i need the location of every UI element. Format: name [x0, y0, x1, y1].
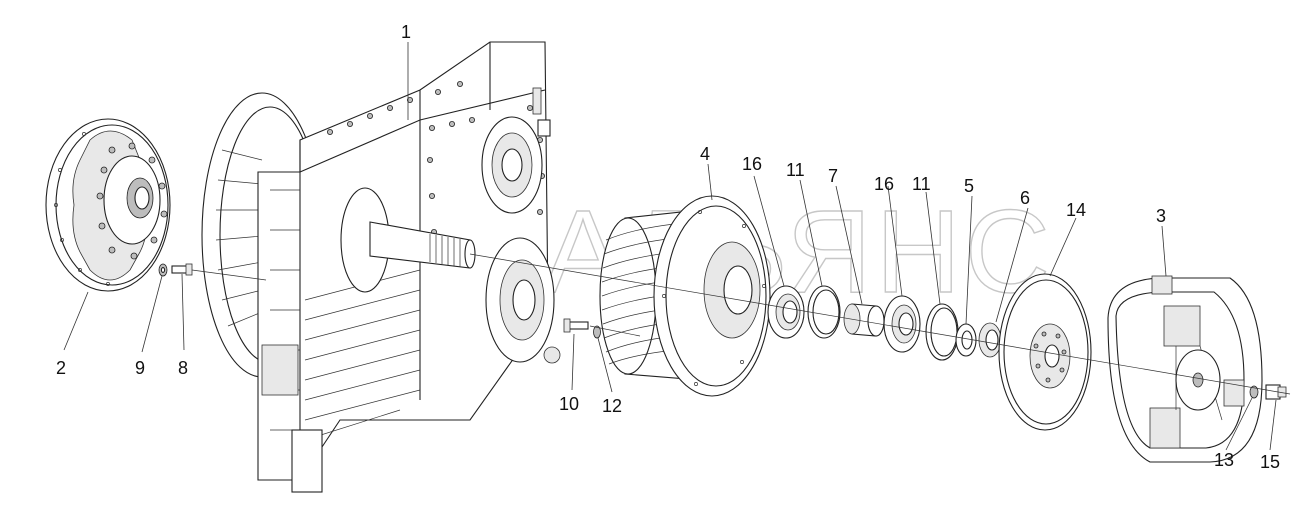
callout-12: 12 — [602, 396, 622, 416]
assembly-axis-lines — [191, 253, 1291, 395]
callout-13: 13 — [1214, 450, 1234, 470]
callout-2: 2 — [56, 358, 66, 378]
callout-4: 4 — [700, 144, 710, 164]
part-1-gearbox-housing — [201, 41, 561, 493]
callout-16-right: 16 — [874, 174, 894, 194]
callout-3: 3 — [1156, 206, 1166, 226]
callout-9: 9 — [135, 358, 145, 378]
callout-15: 15 — [1260, 452, 1280, 472]
callout-8: 8 — [178, 358, 188, 378]
part-4-pulley — [599, 195, 771, 397]
part-10-bolt — [563, 318, 589, 333]
part-16-bearing-right — [883, 295, 921, 353]
part-15-fitting — [1265, 384, 1287, 400]
callout-14: 14 — [1066, 200, 1086, 220]
callout-11-left: 11 — [786, 160, 805, 180]
part-2-drive-plate — [45, 118, 171, 292]
callout-11-right: 11 — [912, 174, 931, 194]
callout-7: 7 — [828, 166, 838, 186]
part-7-spacer-sleeve — [843, 303, 885, 337]
callout-10: 10 — [559, 394, 579, 414]
leader-lines — [63, 42, 1277, 451]
part-12-washer — [593, 325, 601, 339]
part-13-washer — [1249, 385, 1259, 399]
part-3-cover — [1107, 275, 1263, 463]
callout-1: 1 — [401, 22, 411, 42]
part-16-bearing-left — [767, 285, 805, 339]
callout-6: 6 — [1020, 188, 1030, 208]
callout-labels: 1 2 3 4 5 6 7 8 9 10 11 11 12 13 14 15 1… — [56, 22, 1280, 472]
part-8-bolt — [171, 263, 193, 276]
part-6-seal — [978, 322, 1002, 358]
part-9-washer — [158, 263, 168, 277]
callout-5: 5 — [964, 176, 974, 196]
callout-16-left: 16 — [742, 154, 762, 174]
